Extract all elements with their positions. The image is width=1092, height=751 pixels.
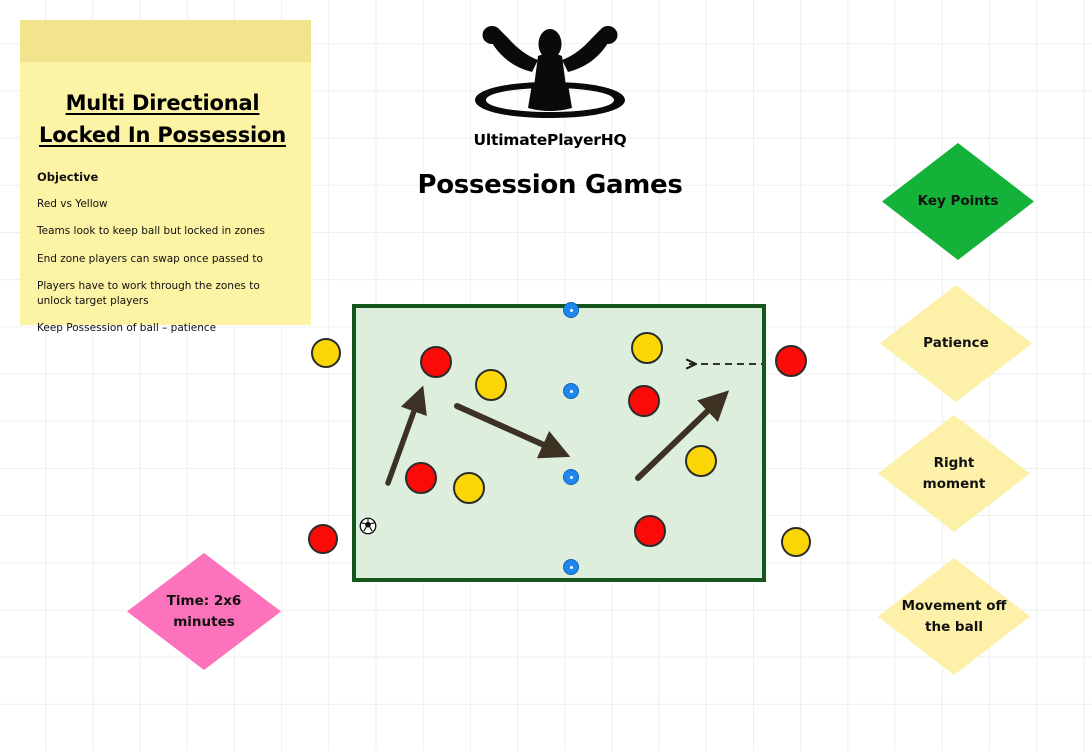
player-red[interactable] — [634, 515, 666, 547]
note-title-line-1: Multi Directional — [65, 91, 260, 115]
player-red[interactable] — [405, 462, 437, 494]
key-point-diamond-patience: Patience — [880, 285, 1032, 402]
player-yellow[interactable] — [631, 332, 663, 364]
player-red[interactable] — [628, 385, 660, 417]
key-point-diamond-movement-off-the-ball: Movement off the ball — [878, 558, 1030, 675]
note-line: Red vs Yellow — [37, 197, 108, 210]
note-line: Keep Possession of ball – patience — [37, 322, 217, 335]
player-yellow[interactable] — [685, 445, 717, 477]
player-red-outside-left-bottom[interactable] — [308, 524, 338, 554]
player-yellow-outside-left-top[interactable] — [311, 338, 341, 368]
objective-label: Objective — [37, 169, 99, 184]
note-title-line-2: Locked In Possession — [39, 122, 286, 147]
key-point-diamond-right-moment: Right moment — [878, 415, 1030, 532]
key-point-label: Patience — [923, 335, 989, 352]
cone-marker[interactable] — [563, 469, 579, 485]
cone-marker[interactable] — [563, 559, 579, 575]
celebrating-player-silhouette-icon — [475, 26, 625, 118]
soccer-ball-icon — [359, 517, 377, 535]
time-diamond: Time: 2x6 minutes — [127, 553, 281, 670]
cone-marker[interactable] — [563, 383, 579, 399]
note-line: Teams look to keep ball but locked in zo… — [37, 225, 266, 238]
note-body: Multi Directional Locked In Possession O… — [20, 62, 311, 336]
key-point-label: Right moment — [922, 455, 986, 492]
brand-block: UltimatePlayerHQ — [400, 24, 700, 149]
player-red[interactable] — [420, 346, 452, 378]
player-yellow[interactable] — [475, 369, 507, 401]
objective-note-panel: Multi Directional Locked In Possession O… — [20, 20, 311, 334]
time-label: Time: 2x6 minutes — [166, 593, 242, 630]
note-title: Multi Directional Locked In Possession — [36, 88, 289, 152]
arrow-run-right — [635, 390, 730, 481]
player-red-outside-right-top[interactable] — [775, 345, 807, 377]
arrow-pass-centre — [454, 403, 571, 459]
key-points-heading-diamond: Key Points — [882, 143, 1034, 260]
pitch-area — [352, 302, 766, 582]
page-title: Possession Games — [417, 170, 683, 200]
brand-wordmark: UltimatePlayerHQ — [473, 131, 627, 149]
arrow-run-left — [385, 385, 427, 486]
cone-marker[interactable] — [563, 302, 579, 318]
pitch-annotation-layer — [385, 308, 762, 486]
key-point-label: Movement off the ball — [901, 598, 1007, 635]
note-line: End zone players can swap once passed to — [37, 252, 263, 265]
note-line: Players have to work through the zones t… — [37, 280, 260, 307]
player-yellow-outside-right-bottom[interactable] — [781, 527, 811, 557]
key-points-heading-label: Key Points — [917, 193, 999, 210]
player-yellow[interactable] — [453, 472, 485, 504]
note-header-band — [20, 20, 311, 62]
